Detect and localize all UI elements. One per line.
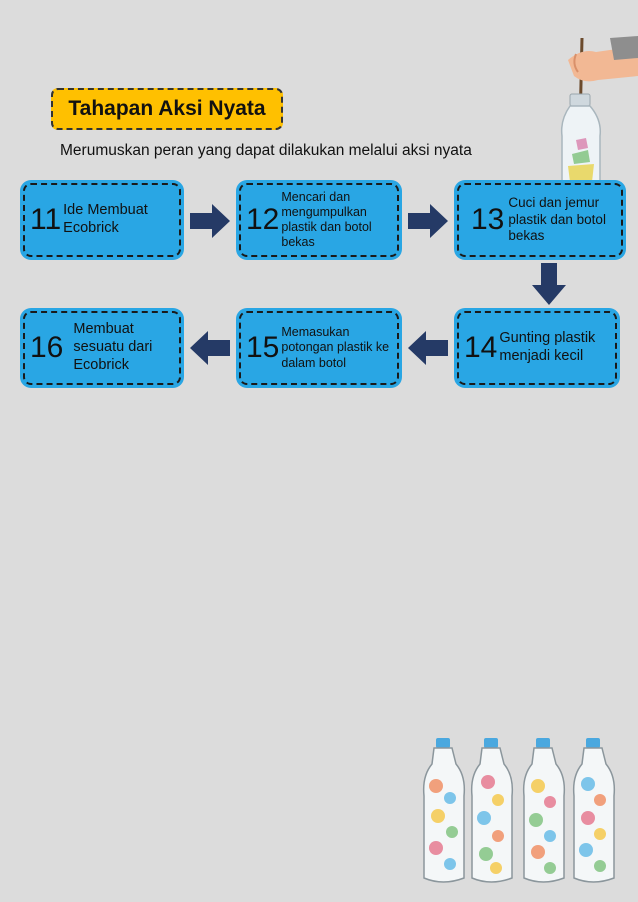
- step-number: 15: [246, 331, 280, 364]
- arrow-right-icon: [408, 204, 448, 238]
- step-16: 16 Membuat sesuatu dari Ecobrick: [20, 308, 184, 388]
- arrow-right-icon: [190, 204, 230, 238]
- step-text: Mencari dan mengumpulkan plastik dan bot…: [281, 189, 372, 250]
- step-text: Ide Membuat Ecobrick: [63, 202, 148, 236]
- page-title: Tahapan Aksi Nyata: [51, 88, 283, 130]
- arrow-left-icon: [408, 331, 448, 365]
- ecobrick-bottles-icon: [422, 738, 616, 883]
- hand-filling-bottle-icon: [560, 36, 638, 185]
- arrow-left-icon: [190, 331, 230, 365]
- step-11: 11 Ide Membuat Ecobrick: [20, 180, 184, 260]
- step-text: Gunting plastik menjadi kecil: [499, 330, 596, 364]
- step-number: 16: [30, 331, 64, 364]
- step-number: 13: [471, 203, 505, 236]
- step-number: 14: [464, 331, 498, 364]
- step-14: 14 Gunting plastik menjadi kecil: [454, 308, 620, 388]
- step-number: 11: [30, 203, 62, 236]
- step-text: Memasukan potongan plastik ke dalam boto…: [281, 325, 390, 370]
- step-text: Cuci dan jemur plastik dan botol bekas: [508, 195, 606, 244]
- step-number: 12: [246, 203, 280, 236]
- step-13: 13 Cuci dan jemur plastik dan botol beka…: [454, 180, 626, 260]
- step-15: 15 Memasukan potongan plastik ke dalam b…: [236, 308, 402, 388]
- step-text: Membuat sesuatu dari Ecobrick: [73, 321, 153, 373]
- step-12: 12 Mencari dan mengumpulkan plastik dan …: [236, 180, 402, 260]
- page-title-text: Tahapan Aksi Nyata: [68, 97, 266, 120]
- arrow-down-icon: [532, 263, 566, 305]
- page-subtitle: Merumuskan peran yang dapat dilakukan me…: [60, 142, 472, 159]
